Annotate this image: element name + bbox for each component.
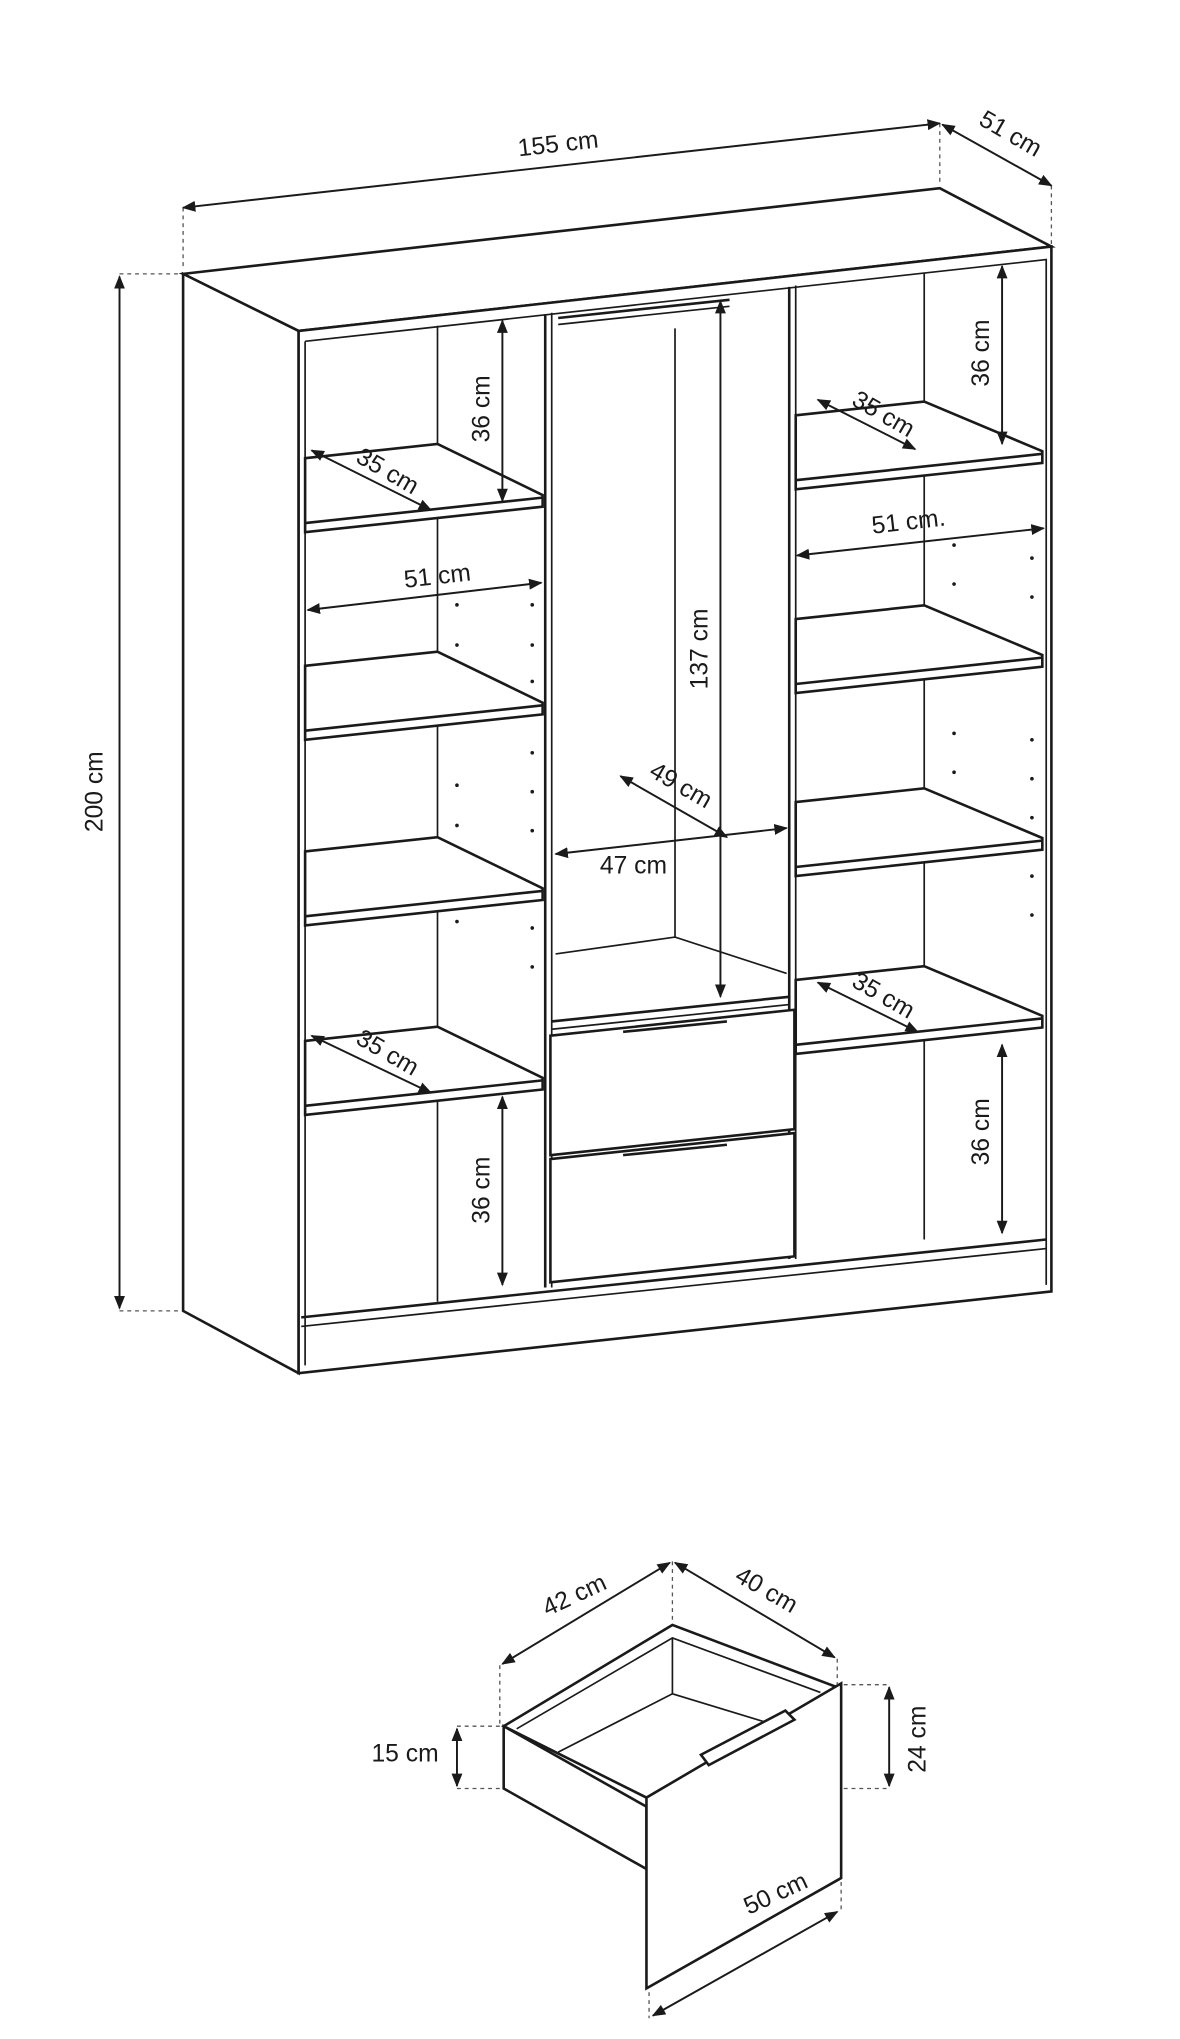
drawer-fronts	[549, 1008, 796, 1284]
right-top-shelf-height-label: 36 cm	[968, 319, 995, 386]
drawer-inner-width-label: 42 cm	[539, 1569, 611, 1622]
hanging-width-label: 47 cm	[600, 853, 667, 880]
depth-label: 51 cm	[975, 106, 1047, 163]
plinth-top	[301, 1238, 1047, 1319]
height-label: 200 cm	[82, 751, 109, 832]
drawer-inner-height-label: 15 cm	[371, 1740, 438, 1767]
shelf	[303, 650, 544, 742]
right-bottom-height-label: 36 cm	[968, 1098, 995, 1165]
drawer-handle	[622, 1143, 728, 1157]
drawer-front-height-label: 24 cm	[905, 1706, 932, 1773]
dimension-lines	[114, 119, 1053, 1312]
left-top-shelf-height-label: 36 cm	[468, 375, 495, 442]
drawer-inner-depth-label: 40 cm	[731, 1562, 803, 1619]
shelf	[794, 604, 1044, 695]
hanging-rail	[558, 298, 730, 320]
shelf	[303, 835, 544, 927]
drawer-detail	[451, 1561, 895, 2019]
wardrobe-body	[178, 186, 1056, 1376]
left-bottom-height-label: 36 cm	[468, 1157, 495, 1224]
left-side-panel	[181, 271, 300, 1376]
drawer-handle	[699, 1709, 797, 1767]
shelf	[794, 787, 1044, 878]
hanging-height-label: 137 cm	[686, 609, 713, 690]
drawer-handle	[622, 1020, 728, 1034]
width-label: 155 cm	[516, 126, 599, 162]
